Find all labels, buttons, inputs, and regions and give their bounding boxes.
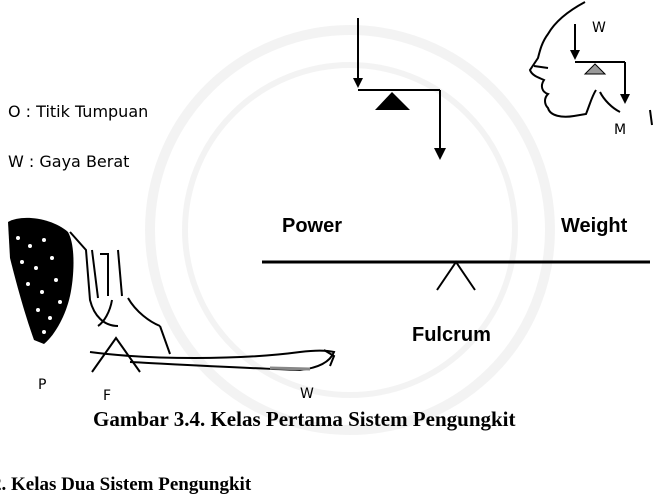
head-sketch (528, 1, 653, 126)
head-label-m: M (614, 122, 627, 138)
label-power: Power (282, 215, 343, 237)
section-heading: 2. Kelas Dua Sistem Pengungkit (0, 474, 252, 495)
figure-caption: Gambar 3.4. Kelas Pertama Sistem Pengung… (93, 407, 516, 431)
legend-fulcrum-text: O : Titik Tumpuan (8, 102, 149, 121)
legend-weight-text: W : Gaya Berat (8, 152, 130, 171)
head-arrow-m (620, 94, 630, 104)
lever-symbol (353, 18, 446, 160)
arm-label-f: F (103, 388, 112, 404)
label-fulcrum: Fulcrum (412, 324, 491, 346)
head-label-w: W (592, 20, 606, 36)
arm-label-p: P (38, 377, 47, 393)
arm-sketch (8, 217, 336, 373)
label-weight: Weight (561, 215, 628, 237)
head-fulcrum (583, 63, 607, 75)
arm-label-w: W (300, 386, 314, 402)
head-arrow-w (570, 50, 580, 60)
lever-fulcrum (436, 260, 476, 291)
watermark-seal (145, 25, 555, 435)
